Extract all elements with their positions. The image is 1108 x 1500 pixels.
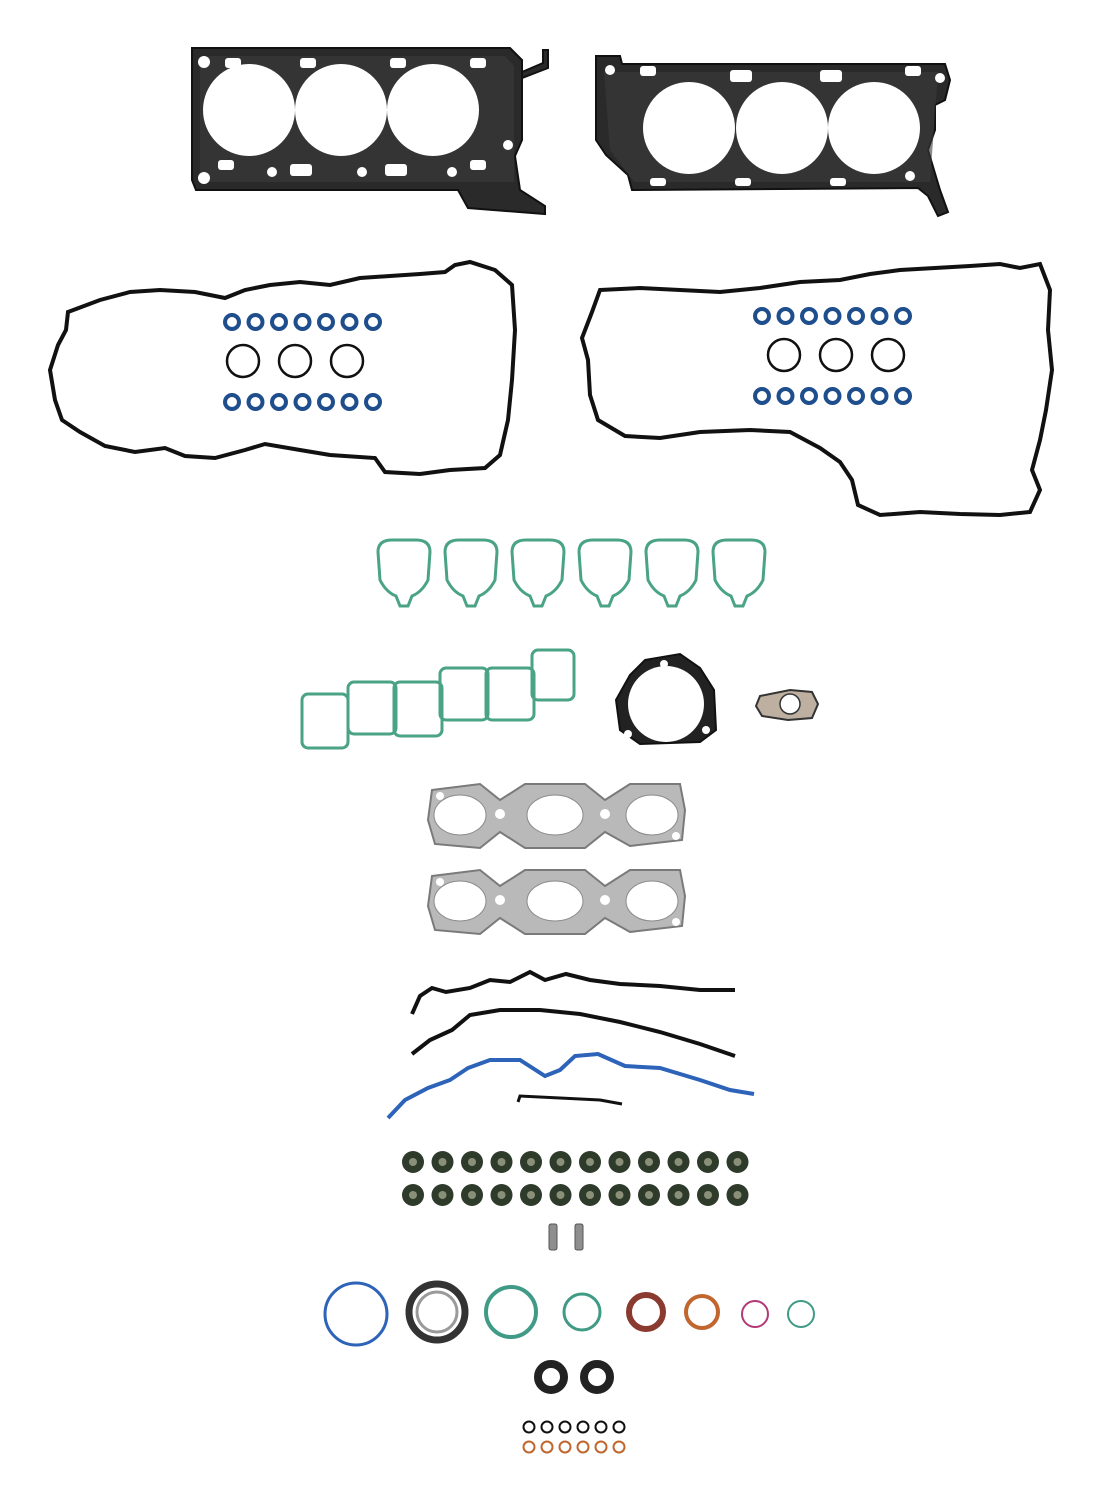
intake-port-gasket: [443, 538, 499, 608]
fuel-injector-oring: [800, 307, 818, 325]
valve-stem-seal-bore: [615, 1158, 624, 1166]
bottom-seals: [323, 1280, 815, 1347]
valve-stem-seal-bore: [438, 1191, 447, 1199]
fuel-injector-oring: [223, 393, 241, 411]
fuel-injector-oring: [823, 307, 842, 325]
fuel-injector-oring: [317, 313, 335, 331]
small-oring: [558, 1440, 572, 1454]
head-gasket-right: [595, 55, 952, 218]
small-oring: [576, 1440, 590, 1454]
valve-stem-seal-bore: [674, 1191, 683, 1199]
valve-stem-seal-bore: [615, 1191, 624, 1199]
valve-stem-seal-bore: [527, 1158, 535, 1166]
valve-stem-seal-bore: [645, 1191, 653, 1199]
flange-gasket: [754, 688, 820, 722]
tube-seal: [766, 337, 802, 373]
dowel-pins: [548, 1223, 584, 1251]
head-gasket-left: [191, 47, 549, 216]
valve-stem-seal-bore: [556, 1158, 565, 1166]
tube-seal: [225, 343, 261, 379]
fuel-injector-oring: [894, 307, 912, 325]
intake-port-gaskets: [376, 538, 767, 608]
intake-port-gasket: [577, 538, 633, 608]
tube-seal: [329, 343, 365, 379]
valve-stem-seal-bore: [409, 1191, 417, 1199]
intake-port-gasket: [510, 538, 566, 608]
intake-port-gasket: [711, 538, 767, 608]
small-orings: [522, 1420, 626, 1454]
small-oring: [540, 1420, 554, 1434]
fuel-injector-oring: [776, 387, 795, 405]
valve-stem-seal-bore: [733, 1191, 742, 1199]
valve-stem-seal-bore: [704, 1158, 712, 1166]
intake-port-gasket: [376, 538, 432, 608]
fuel-injector-oring: [223, 313, 241, 331]
small-oring: [558, 1420, 572, 1434]
fuel-injector-oring: [870, 307, 889, 325]
valve-stem-seal-bore: [497, 1191, 506, 1199]
spark-plug-tube-seals: [225, 337, 906, 379]
fuel-injector-oring: [270, 393, 288, 411]
valve-cover-gasket-left: [47, 259, 518, 477]
fuel-injector-oring: [776, 307, 795, 325]
front-cover-gasket-1: [410, 969, 735, 1015]
fuel-injector-oring: [847, 307, 865, 325]
small-oring: [594, 1420, 608, 1434]
valve-stem-seal-bore: [645, 1158, 653, 1166]
valve-stem-seal-bore: [468, 1191, 476, 1199]
valve-stem-seal-bore: [409, 1158, 417, 1166]
valve-stem-seal-bore: [674, 1158, 683, 1166]
fuel-injector-oring: [293, 393, 312, 411]
fuel-injector-oring: [800, 387, 818, 405]
valve-stem-seal-bore: [556, 1191, 565, 1199]
valve-stem-seal-bore: [586, 1191, 594, 1199]
fuel-injector-oring: [753, 307, 771, 325]
fuel-injector-oring: [823, 387, 842, 405]
fuel-injector-seals: [223, 307, 912, 411]
fuel-injector-oring: [246, 313, 265, 331]
valve-stem-seal-bore: [733, 1158, 742, 1166]
fuel-injector-oring: [340, 313, 359, 331]
fuel-injector-oring: [894, 387, 912, 405]
fuel-injector-oring: [753, 387, 771, 405]
camshaft-seals: [534, 1360, 614, 1394]
fuel-injector-oring: [364, 393, 382, 411]
small-oring: [540, 1440, 554, 1454]
tube-seal: [818, 337, 854, 373]
front-cover-gasket-3: [386, 1051, 755, 1120]
small-oring: [522, 1420, 536, 1434]
fuel-injector-oring: [847, 387, 865, 405]
front-cover-gasket-2: [410, 1008, 736, 1058]
exhaust-gasket-upper: [426, 782, 687, 850]
valve-stem-seals: [402, 1151, 749, 1206]
small-oring: [612, 1420, 626, 1434]
fuel-injector-oring: [340, 393, 359, 411]
valve-stem-seal-bore: [527, 1191, 535, 1199]
valve-stem-seal-bore: [438, 1158, 447, 1166]
tube-seal: [277, 343, 313, 379]
valve-stem-seal-bore: [497, 1158, 506, 1166]
fuel-injector-oring: [317, 393, 335, 411]
fuel-injector-oring: [870, 387, 889, 405]
valve-stem-seal-bore: [468, 1158, 476, 1166]
fuel-injector-oring: [246, 393, 265, 411]
valve-stem-seal-bore: [704, 1191, 712, 1199]
small-oring: [522, 1440, 536, 1454]
small-oring: [576, 1420, 590, 1434]
fuel-injector-oring: [364, 313, 382, 331]
small-oring: [612, 1440, 626, 1454]
valve-stem-seal-bore: [586, 1158, 594, 1166]
fuel-injector-oring: [293, 313, 312, 331]
tube-seal: [870, 337, 906, 373]
valve-cover-gasket-right: [579, 261, 1055, 518]
front-cover-gasket-4: [516, 1094, 623, 1106]
intake-manifold-gasket: [300, 648, 576, 750]
fuel-injector-oring: [270, 313, 288, 331]
throttle-body-gasket: [614, 652, 718, 746]
small-oring: [594, 1440, 608, 1454]
exhaust-gasket-lower: [426, 868, 687, 936]
intake-port-gasket: [644, 538, 700, 608]
